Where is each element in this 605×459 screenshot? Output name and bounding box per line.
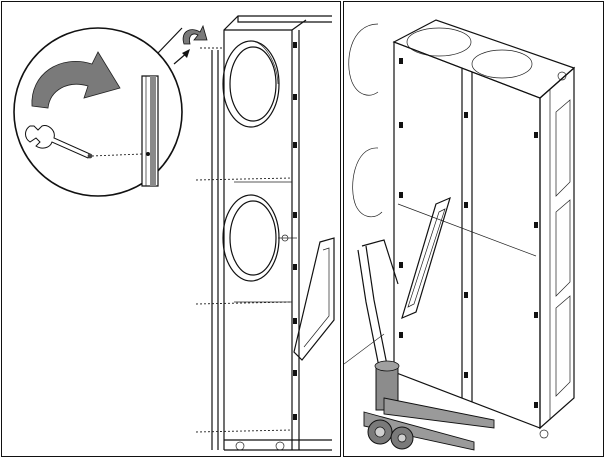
lower-duct-collar — [222, 194, 297, 282]
opened-panel — [293, 237, 335, 361]
unit-transport-view — [344, 19, 576, 451]
pallet-truck-icon — [357, 239, 495, 451]
detail-magnifier — [13, 27, 183, 197]
unit-body-perspective — [392, 19, 576, 439]
floor-line — [344, 333, 385, 365]
removed-duct-ring-top — [348, 23, 379, 96]
panel-left — [1, 1, 341, 457]
mounting-rail — [211, 50, 219, 450]
wrench-icon — [25, 125, 93, 159]
panel-right — [343, 1, 604, 457]
small-rotate-arrow-icon — [173, 24, 208, 65]
unit-side-view — [13, 15, 335, 451]
rotate-arrow-icon — [31, 51, 121, 109]
removed-panel — [401, 196, 451, 320]
removed-duct-ring-bottom — [352, 147, 383, 218]
unit-body — [223, 15, 332, 451]
fixing-bracket — [141, 75, 159, 187]
guide-lines — [195, 47, 293, 433]
upper-duct-collar — [222, 40, 280, 128]
